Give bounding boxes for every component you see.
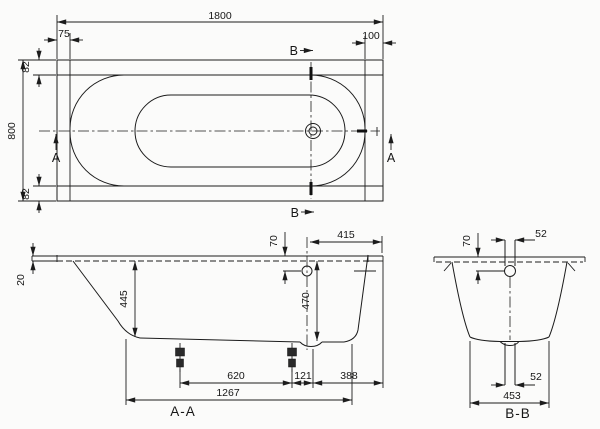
dim-base-length: 1267 — [216, 387, 240, 399]
dim-feet-spacing: 620 — [227, 370, 245, 382]
section-bb-label: B-B — [505, 406, 531, 421]
dim-width: 800 — [6, 122, 18, 140]
dim-base-width: 453 — [503, 390, 521, 402]
dim-depth-drain: 470 — [300, 292, 312, 310]
dim-drain-pipe-width: 52 — [530, 371, 542, 383]
dim-offset-left: 75 — [58, 28, 70, 40]
dim-offset-top: 82 — [20, 61, 32, 73]
dim-overflow-to-end: 415 — [337, 229, 355, 241]
section-b-label-bottom: B — [291, 206, 299, 220]
dim-length: 1800 — [208, 10, 232, 22]
wall-profile-left — [451, 261, 471, 338]
section-a-label-right: A — [387, 151, 396, 165]
dim-overflow-drop: 70 — [461, 235, 473, 247]
section-b-label-top: B — [290, 44, 298, 58]
tub-outer-edge — [56, 59, 384, 202]
drain-recess — [299, 341, 323, 348]
section-aa-view: 20 445 470 70 415 620 121 388 1267 A-A — [15, 229, 384, 419]
wall-profile-right — [548, 261, 568, 338]
dim-depth-front: 445 — [118, 290, 130, 308]
plan-view: A A B B 1800 75 100 800 82 8 — [6, 10, 396, 220]
floor-profile — [469, 336, 550, 342]
floor-line — [139, 337, 301, 343]
dim-overflow-drop: 70 — [268, 235, 280, 247]
overflow-circle — [504, 265, 516, 277]
dim-offset-bottom: 82 — [20, 188, 32, 200]
foot-nut — [288, 358, 296, 368]
foot-right — [287, 343, 297, 372]
foot-nut — [176, 358, 184, 368]
dim-offset-right: 100 — [362, 30, 380, 42]
foot-nut — [175, 347, 185, 357]
section-bb-view: 52 70 52 453 B-B — [433, 228, 586, 421]
dim-rim-thickness: 20 — [15, 274, 27, 286]
dim-foot-to-drain: 121 — [294, 370, 312, 382]
foot-left — [175, 343, 185, 372]
head-wall-profile — [343, 254, 369, 343]
foot-nut — [287, 347, 297, 357]
rim-flange-tick-left — [443, 262, 452, 272]
drain-recess — [499, 341, 520, 347]
rim-flange-tick-right — [567, 262, 576, 272]
back-slope-profile — [72, 260, 141, 339]
section-aa-label: A-A — [170, 404, 196, 419]
section-a-label-left: A — [52, 151, 61, 165]
tub-floor-outline — [134, 94, 346, 168]
dim-overflow-pipe-width: 52 — [535, 228, 547, 240]
dim-drain-to-end: 388 — [340, 370, 358, 382]
